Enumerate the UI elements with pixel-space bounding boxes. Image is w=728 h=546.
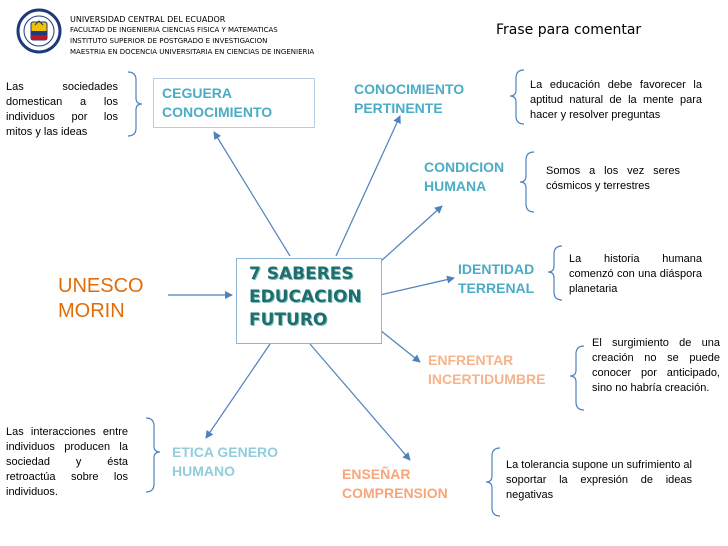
center-line-2: EDUCACION — [249, 287, 362, 307]
node-conocimiento: CONOCIMIENTO PERTINENTE — [354, 80, 464, 118]
node-ceguera: CEGUERA CONOCIMIENTO — [153, 78, 315, 128]
note-identidad: La historia humana comenzó con una diásp… — [569, 253, 702, 295]
node-etica: ETICA GENERO HUMANO — [172, 443, 278, 481]
node-condicion-line-2: HUMANA — [424, 178, 487, 194]
node-ceguera-line-1: CEGUERA — [162, 85, 233, 101]
arrow-ensenar — [309, 343, 411, 461]
source-line-2: MORIN — [58, 300, 125, 322]
institute-line: INSTITUTO SUPERIOR DE POSTGRADO E INVEST… — [70, 37, 268, 45]
bracket-enfrentar — [569, 345, 585, 411]
source-label: UNESCO MORIN — [58, 274, 144, 324]
arrow-enfrentar — [379, 329, 421, 363]
arrow-ceguera — [213, 131, 291, 257]
node-condicion-line-1: CONDICION — [424, 159, 505, 175]
node-identidad-line-2: TERRENAL — [458, 280, 535, 296]
note-ceguera: Las sociedades domestican a los individu… — [6, 81, 118, 138]
arrow-identidad — [379, 275, 455, 296]
bracket-etica — [145, 417, 161, 493]
note-ensenar: La tolerancia supone un sufrimiento al s… — [506, 459, 692, 501]
bracket-condicion — [519, 151, 535, 213]
node-conocimiento-line-1: CONOCIMIENTO — [354, 81, 465, 97]
node-condicion: CONDICION HUMANA — [424, 158, 504, 196]
node-ensenar-line-1: ENSEÑAR — [342, 466, 411, 482]
node-etica-line-1: ETICA GENERO — [172, 444, 279, 460]
note-conocimiento: La educación debe favorecer la aptitud n… — [530, 79, 702, 121]
university-seal-icon — [16, 8, 62, 54]
bracket-conocimiento — [509, 69, 525, 125]
header-text: UNIVERSIDAD CENTRAL DEL ECUADOR FACULTAD… — [70, 14, 314, 58]
node-enfrentar: ENFRENTAR INCERTIDUMBRE — [428, 351, 545, 389]
node-conocimiento-line-2: PERTINENTE — [354, 100, 443, 116]
node-identidad-line-1: IDENTIDAD — [458, 261, 535, 277]
node-ensenar: ENSEÑAR COMPRENSION — [342, 465, 448, 503]
faculty-line: FACULTAD DE INGENIERIA CIENCIAS FISICA Y… — [70, 26, 278, 34]
node-identidad: IDENTIDAD TERRENAL — [458, 260, 534, 298]
center-line-1: 7 SABERES — [249, 264, 354, 284]
center-line-3: FUTURO — [249, 310, 328, 330]
bracket-ceguera — [127, 71, 143, 137]
node-ceguera-line-2: CONOCIMIENTO — [162, 104, 273, 120]
node-ensenar-line-2: COMPRENSION — [342, 485, 448, 501]
subtitle: Frase para comentar — [496, 22, 642, 38]
node-enfrentar-line-2: INCERTIDUMBRE — [428, 371, 546, 387]
node-etica-line-2: HUMANO — [172, 463, 235, 479]
note-etica: Las interacciones entre individuos produ… — [6, 426, 128, 498]
program-line: MAESTRIA EN DOCENCIA UNIVERSITARIA EN CI… — [70, 48, 315, 56]
source-line-1: UNESCO — [58, 275, 144, 297]
bracket-ensenar — [485, 447, 501, 517]
institution-name: UNIVERSIDAD CENTRAL DEL ECUADOR — [70, 15, 226, 24]
center-title: 7 SABERES EDUCACION FUTURO — [237, 259, 381, 332]
note-condicion: Somos a los vez seres cósmicos y terrest… — [546, 165, 680, 192]
node-enfrentar-line-1: ENFRENTAR — [428, 352, 514, 368]
arrow-conocimiento — [335, 115, 401, 257]
bracket-identidad — [547, 245, 563, 301]
arrow-condicion — [379, 205, 443, 263]
center-node: 7 SABERES EDUCACION FUTURO — [236, 258, 382, 344]
arrow-etica — [205, 343, 271, 439]
note-enfrentar: El surgimiento de una creación no se pue… — [592, 337, 720, 394]
